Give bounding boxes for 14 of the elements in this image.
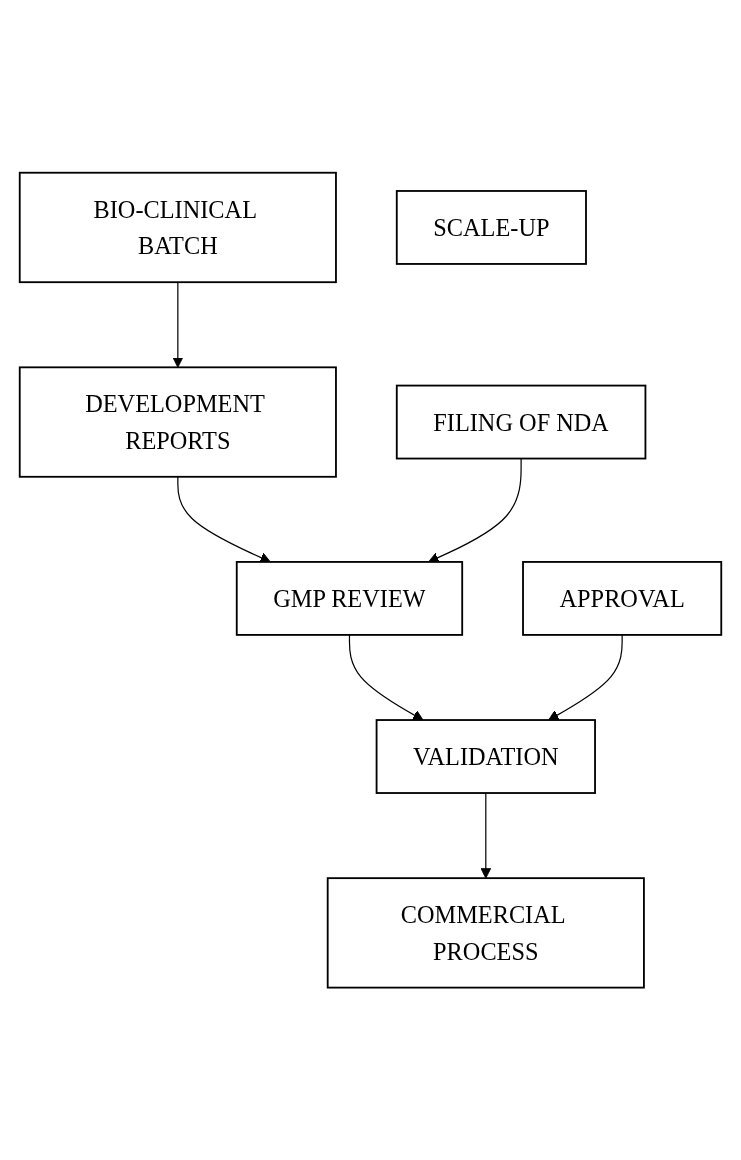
node-box: GMP REVIEW	[235, 560, 464, 636]
arrow	[548, 634, 623, 721]
node-box: DEVELOPMENT REPORTS	[18, 366, 337, 478]
node-box: SCALE-UP	[395, 189, 587, 265]
arrow	[177, 476, 271, 563]
node-box: BIO-CLINICAL BATCH	[18, 171, 337, 283]
node-box: VALIDATION	[375, 718, 596, 794]
arrow	[428, 457, 522, 563]
arrow	[172, 281, 184, 368]
node-box: COMMERCIAL PROCESS	[326, 877, 645, 989]
node-box: APPROVAL	[522, 560, 723, 636]
arrow	[480, 792, 492, 879]
arrow	[348, 634, 424, 721]
node-box: FILING OF NDA	[395, 384, 647, 460]
